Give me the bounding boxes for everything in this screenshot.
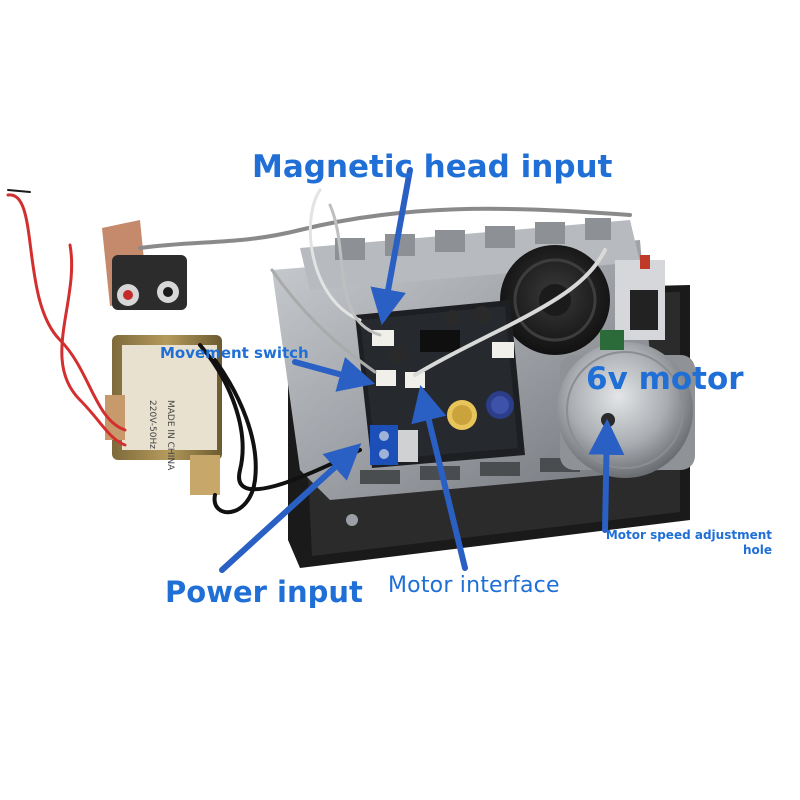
annotation-arrows [219, 167, 625, 573]
svg-text:220V-50Hz: 220V-50Hz [147, 400, 157, 449]
motor-speed-adjustment-hole-label: Motor speed adjustment hole [605, 528, 772, 557]
rca-jack [102, 220, 187, 310]
svg-text:MADE IN CHINA: MADE IN CHINA [165, 400, 175, 471]
wires [6, 188, 632, 515]
movement-switch-label: Movement switch [160, 344, 309, 362]
power-input-label: Power input [165, 575, 363, 609]
motor-interface-label: Motor interface [388, 573, 560, 598]
right-bracket [615, 255, 665, 340]
six-v-motor-label: 6v motor [586, 361, 744, 397]
transformer: 220V-50Hz MADE IN CHINA [105, 335, 222, 495]
magnetic-head-input-label: Magnetic head input [252, 149, 613, 185]
pcb-board [355, 300, 525, 468]
